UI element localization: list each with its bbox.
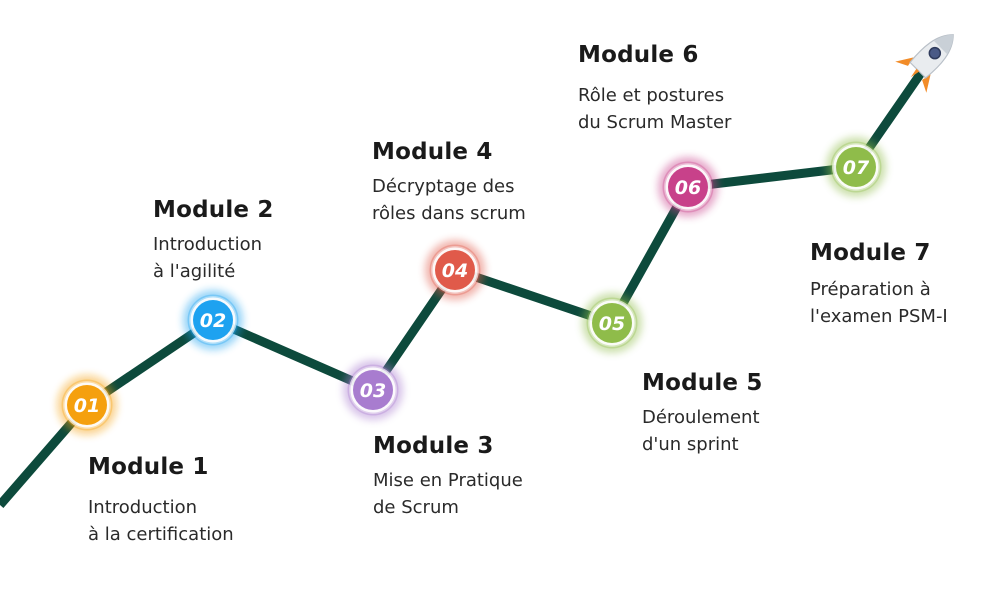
description-line: Introduction bbox=[153, 234, 263, 255]
module-description: Déroulement d'un sprint bbox=[642, 404, 763, 458]
module-number: 01 bbox=[74, 395, 100, 417]
module-node-5: 05 bbox=[582, 293, 642, 353]
module-title: Module 7 bbox=[810, 240, 931, 266]
description-line: Décryptage des bbox=[372, 176, 515, 197]
module-description: Rôle et postures du Scrum Master bbox=[578, 82, 731, 136]
description-line: rôles dans scrum bbox=[372, 203, 526, 224]
module-title: Module 4 bbox=[372, 139, 493, 165]
module-title: Module 5 bbox=[642, 370, 763, 396]
module-number: 05 bbox=[599, 313, 625, 335]
module-node-1: 01 bbox=[57, 375, 117, 435]
module-description: Préparation à l'examen PSM-I bbox=[810, 276, 948, 330]
module-node-4: 04 bbox=[425, 240, 485, 300]
description-line: Déroulement bbox=[642, 407, 760, 428]
description-line: du Scrum Master bbox=[578, 112, 732, 133]
description-line: Rôle et postures bbox=[578, 85, 725, 106]
module-description: Décryptage des rôles dans scrum bbox=[372, 173, 526, 227]
module-number: 03 bbox=[360, 380, 386, 402]
module-title: Module 1 bbox=[88, 454, 209, 480]
module-label-7: Module 7 Préparation à l'examen PSM-I bbox=[810, 240, 948, 330]
description-line: Préparation à bbox=[810, 279, 931, 300]
module-number: 06 bbox=[675, 177, 701, 199]
rocket-icon bbox=[895, 34, 954, 93]
module-title: Module 3 bbox=[373, 433, 494, 459]
description-line: de Scrum bbox=[373, 497, 459, 518]
module-node-7: 07 bbox=[826, 137, 886, 197]
module-label-4: Module 4 Décryptage des rôles dans scrum bbox=[372, 139, 526, 227]
description-line: d'un sprint bbox=[642, 434, 739, 455]
module-title: Module 6 bbox=[578, 42, 699, 68]
module-number: 04 bbox=[442, 260, 468, 282]
module-number: 02 bbox=[200, 310, 226, 332]
module-description: Introduction à l'agilité bbox=[153, 231, 274, 285]
module-label-3: Module 3 Mise en Pratique de Scrum bbox=[373, 433, 523, 521]
module-description: Mise en Pratique de Scrum bbox=[373, 467, 523, 521]
description-line: à la certification bbox=[88, 524, 234, 545]
module-label-1: Module 1 Introduction à la certification bbox=[88, 454, 234, 548]
module-number: 07 bbox=[843, 157, 870, 179]
module-description: Introduction à la certification bbox=[88, 494, 234, 548]
description-line: Mise en Pratique bbox=[373, 470, 523, 491]
module-node-2: 02 bbox=[183, 290, 243, 350]
description-line: à l'agilité bbox=[153, 261, 236, 282]
module-node-3: 03 bbox=[343, 360, 403, 420]
description-line: Introduction bbox=[88, 497, 198, 518]
module-node-6: 06 bbox=[658, 157, 718, 217]
module-label-2: Module 2 Introduction à l'agilité bbox=[153, 197, 274, 285]
description-line: l'examen PSM-I bbox=[810, 306, 948, 327]
module-label-6: Module 6 Rôle et postures du Scrum Maste… bbox=[578, 42, 731, 136]
module-title: Module 2 bbox=[153, 197, 274, 223]
module-label-5: Module 5 Déroulement d'un sprint bbox=[642, 370, 763, 458]
module-nodes: 01 02 03 04 05 bbox=[57, 137, 886, 435]
